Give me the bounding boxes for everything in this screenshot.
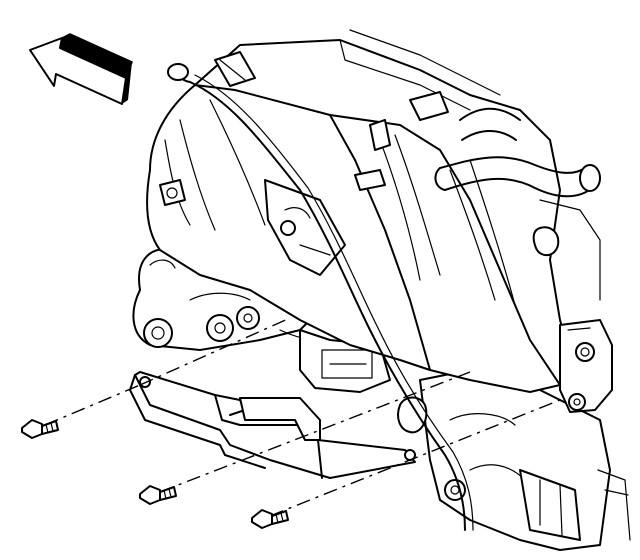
hose-icon — [434, 107, 601, 198]
bolt-icon — [251, 509, 289, 529]
bolt-icon — [139, 485, 177, 505]
engine-edge-icon — [539, 199, 631, 541]
cable-icon — [167, 63, 474, 531]
alignment-lines — [44, 317, 561, 517]
engine-right-section-icon — [397, 369, 611, 551]
front-direction-arrow-icon — [29, 33, 133, 105]
bracket-icon — [129, 371, 416, 479]
intake-manifold-icon — [146, 29, 571, 393]
bolt-icon — [21, 419, 59, 439]
right-mount-icon — [559, 319, 613, 413]
